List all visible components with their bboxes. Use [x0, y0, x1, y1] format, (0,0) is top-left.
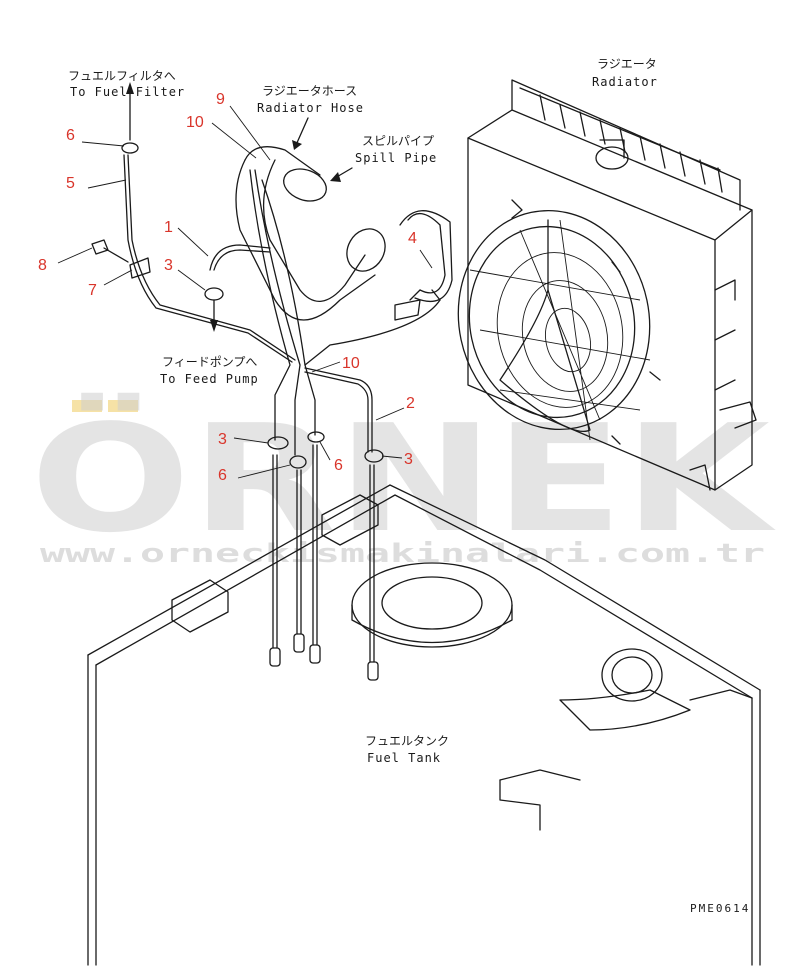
- callout-10: 10: [342, 355, 360, 372]
- callout-2: 2: [406, 395, 415, 412]
- part-labels: フュエルフィルタへ To Fuel Filter ラジエータホース Radiat…: [68, 57, 658, 765]
- callout-3: 3: [404, 451, 413, 468]
- radiator-hose: [235, 146, 386, 321]
- spill-pipe: [394, 210, 453, 321]
- radiator-label-jp: ラジエータ: [597, 57, 657, 71]
- radiator: [457, 79, 757, 491]
- callout-5: 5: [66, 175, 75, 192]
- watermark: ÖRNEK www.orneckismakinalari.com.tr: [30, 392, 777, 569]
- radiator-hose-label-en: Radiator Hose: [257, 101, 364, 115]
- watermark-accent-left: [72, 400, 102, 412]
- callout-6: 6: [218, 467, 227, 484]
- callout-1: 1: [164, 219, 173, 236]
- spill-pipe-label-jp: スピルパイプ: [362, 134, 434, 148]
- callout-10: 10: [186, 114, 204, 131]
- drawing-code: PME0614: [690, 902, 750, 915]
- callouts: 6 5 8 7 1 3 10 9 4 10 2 3 6 6 3: [38, 91, 417, 484]
- fuel-filter-label-jp: フュエルフィルタへ: [68, 69, 176, 83]
- callout-4: 4: [408, 230, 417, 247]
- leader-lines: [57, 105, 433, 479]
- callout-7: 7: [88, 282, 97, 299]
- fuel-tank-label-jp: フュエルタンク: [365, 734, 449, 748]
- callout-8: 8: [38, 257, 47, 274]
- watermark-brand: ÖRNEK: [30, 392, 777, 565]
- callout-6: 6: [334, 457, 343, 474]
- callout-6: 6: [66, 127, 75, 144]
- fuel-piping: [91, 82, 441, 663]
- callout-3: 3: [164, 257, 173, 274]
- callout-9: 9: [216, 91, 225, 108]
- fuel-filter-label-en: To Fuel Filter: [70, 85, 185, 99]
- callout-3: 3: [218, 431, 227, 448]
- radiator-hose-label-jp: ラジエータホース: [262, 84, 357, 98]
- fuel-tank: [87, 484, 761, 966]
- watermark-url: www.orneckismakinalari.com.tr: [40, 539, 765, 569]
- feed-pump-label-jp: フィードポンプへ: [162, 355, 257, 369]
- spill-pipe-label-en: Spill Pipe: [355, 151, 437, 165]
- feed-pump-label-en: To Feed Pump: [160, 372, 259, 386]
- watermark-accent-right: [108, 400, 138, 412]
- fuel-tank-label-en: Fuel Tank: [367, 751, 441, 765]
- radiator-label-en: Radiator: [592, 75, 658, 89]
